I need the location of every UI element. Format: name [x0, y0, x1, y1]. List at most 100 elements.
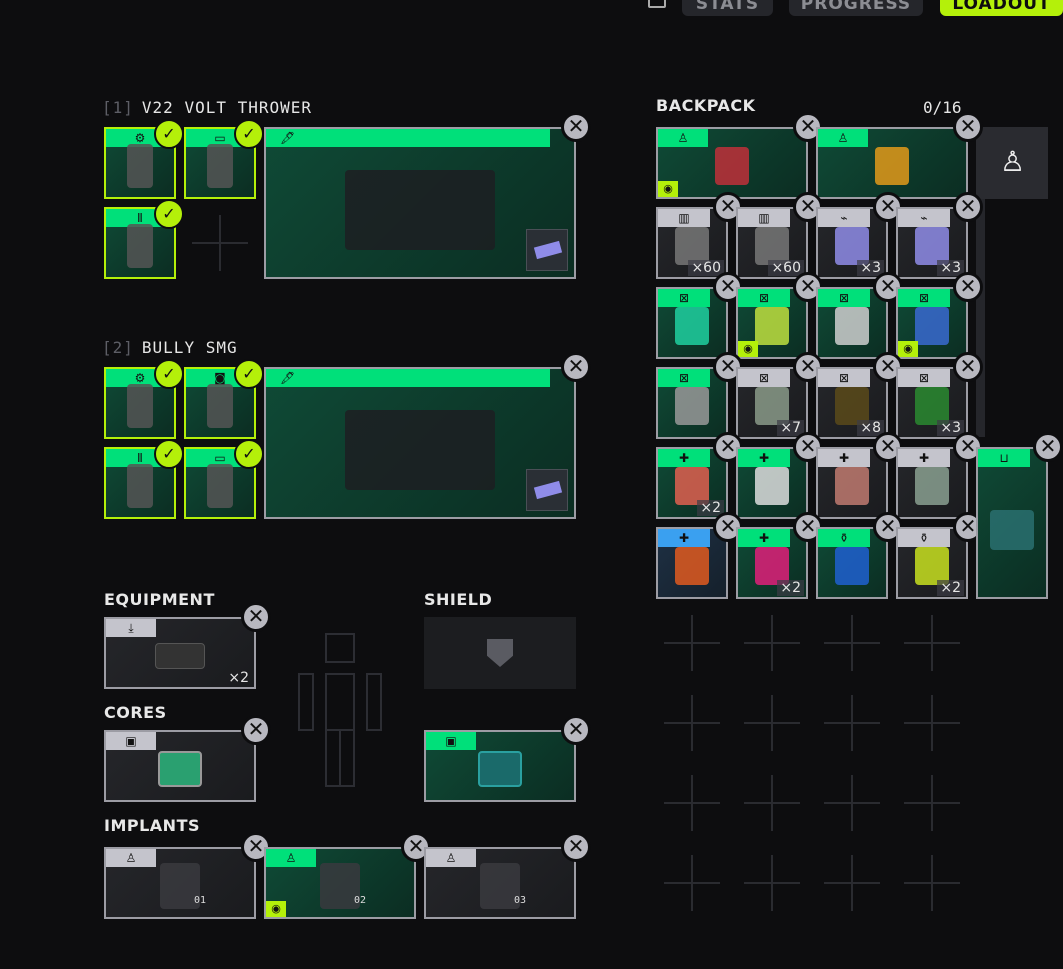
empty-backpack-slot[interactable] [904, 695, 960, 751]
empty-backpack-slot[interactable] [824, 775, 880, 831]
empty-backpack-slot[interactable] [744, 775, 800, 831]
core-slot-1[interactable]: ▣ ✕ [104, 715, 271, 802]
shield-slot[interactable] [424, 617, 576, 689]
weapon-slot[interactable]: 🖋✕ [264, 112, 591, 279]
implant-slot[interactable]: ♙✕03 [424, 832, 591, 919]
empty-backpack-slot[interactable] [664, 775, 720, 831]
empty-backpack-slot[interactable] [664, 695, 720, 751]
empty-backpack-slot[interactable] [744, 855, 800, 911]
item-image [480, 863, 520, 910]
equipment-heading: EQUIPMENT [104, 590, 215, 609]
eye-icon: ◉ [658, 181, 678, 197]
remove-button[interactable]: ✕ [241, 715, 271, 745]
item-image [127, 464, 153, 509]
weapon-attachment-slot[interactable] [526, 229, 568, 271]
core-item-image [478, 751, 522, 788]
backpack-item[interactable]: ⊠×3✕ [896, 352, 983, 439]
weapon-mod-slot[interactable]: ⚙✓ [104, 119, 184, 199]
empty-backpack-slot[interactable] [824, 615, 880, 671]
backpack-item[interactable]: ✚✕ [736, 432, 823, 519]
backpack-item[interactable]: ▥×60✕ [656, 192, 743, 279]
backpack-item[interactable]: ⊠◉✕ [896, 272, 983, 359]
implant-slot[interactable]: ♙✕01 [104, 832, 271, 919]
item-image [160, 863, 200, 910]
backpack-item[interactable]: ♙✕ [816, 112, 983, 199]
backpack-item[interactable]: ⊔✕ [976, 432, 1063, 599]
empty-backpack-slot[interactable] [664, 615, 720, 671]
equipment-slot[interactable]: ⤓ ×2 ✕ [104, 602, 271, 689]
empty-mod-slot[interactable] [192, 215, 248, 271]
remove-button[interactable]: ✕ [873, 432, 903, 462]
weapon-mod-slot[interactable]: ▭✓ [184, 439, 264, 519]
item-category-icon: ✚ [658, 529, 710, 547]
backpack-item[interactable]: ⊠◉✕ [736, 272, 823, 359]
tab-progress[interactable]: PROGRESS [789, 0, 923, 16]
empty-backpack-slot[interactable] [744, 615, 800, 671]
item-count: ×60 [688, 260, 724, 276]
weapon-mod-slot[interactable]: Ⅱ✓ [104, 439, 184, 519]
empty-backpack-slot[interactable] [824, 695, 880, 751]
backpack-item[interactable]: ✚✕ [896, 432, 983, 519]
backpack-item[interactable]: ♙◉✕ [656, 112, 823, 199]
backpack-item[interactable]: ⌁ ×3 ✕ [896, 192, 983, 279]
empty-backpack-slot[interactable] [904, 855, 960, 911]
remove-button[interactable]: ✕ [953, 272, 983, 302]
tab-loadout[interactable]: LOADOUT [940, 0, 1063, 16]
remove-button[interactable]: ✕ [953, 352, 983, 382]
backpack-item[interactable]: ⌁×3✕ [816, 192, 903, 279]
profile-icon[interactable] [648, 0, 666, 8]
backpack-item[interactable]: ⊠×7✕ [736, 352, 823, 439]
item-image [127, 384, 153, 429]
remove-button[interactable]: ✕ [241, 602, 271, 632]
empty-backpack-slot[interactable] [824, 855, 880, 911]
backpack-item[interactable]: ⚱✕ [816, 512, 903, 599]
item-image [345, 170, 495, 251]
item-image [675, 307, 709, 346]
empty-backpack-slot[interactable] [744, 695, 800, 751]
weapon-mod-slot[interactable]: ⚙✓ [104, 359, 184, 439]
backpack-item[interactable]: ✚×2✕ [656, 432, 743, 519]
item-image [835, 227, 869, 266]
remove-button[interactable]: ✕ [561, 715, 591, 745]
backpack-item[interactable]: ⚱×2✕ [896, 512, 983, 599]
weapon-attachment-slot[interactable] [526, 469, 568, 511]
item-image [835, 387, 869, 426]
backpack-item[interactable]: ⊠✕ [816, 272, 903, 359]
backpack-item[interactable]: ⊠✕ [656, 352, 743, 439]
remove-button[interactable]: ✕ [561, 112, 591, 142]
backpack-item[interactable]: ✚✕ [816, 432, 903, 519]
remove-button[interactable]: ✕ [561, 832, 591, 862]
item-category-icon: ⌁ [898, 209, 950, 227]
tab-stats[interactable]: STATS [682, 0, 773, 16]
backpack-capacity: 0/16 [923, 98, 962, 117]
item-image [715, 147, 749, 186]
equipped-check-icon: ✓ [154, 119, 184, 149]
remove-button[interactable]: ✕ [953, 112, 983, 142]
item-image [127, 224, 153, 269]
backpack-scrollbar[interactable] [976, 199, 985, 437]
item-count: ×3 [937, 260, 964, 276]
character-toggle[interactable]: ♙ [976, 127, 1048, 199]
item-image [207, 464, 233, 509]
backpack-item[interactable]: ▥×60✕ [736, 192, 823, 279]
backpack-heading: BACKPACK [656, 96, 756, 115]
empty-backpack-slot[interactable] [664, 855, 720, 911]
weapon-slot[interactable]: 🖋✕ [264, 352, 591, 519]
empty-backpack-slot[interactable] [904, 615, 960, 671]
backpack-item[interactable]: ⊠✕ [656, 272, 743, 359]
backpack-item[interactable]: ✚✕ [656, 512, 743, 599]
backpack-item[interactable]: ✚×2✕ [736, 512, 823, 599]
backpack-item[interactable]: ⊠×8✕ [816, 352, 903, 439]
core-item-image [158, 751, 202, 788]
item-category-icon: ⊠ [818, 289, 870, 307]
empty-backpack-slot[interactable] [904, 775, 960, 831]
weapon-slot-index: [1] [102, 98, 134, 117]
remove-button[interactable]: ✕ [1033, 432, 1063, 462]
remove-button[interactable]: ✕ [561, 352, 591, 382]
weapon-mod-slot[interactable]: ▭✓ [184, 119, 264, 199]
remove-button[interactable]: ✕ [953, 192, 983, 222]
core-slot-2[interactable]: ▣ ✕ [424, 715, 591, 802]
implant-slot[interactable]: ♙◉✕02 [264, 832, 431, 919]
weapon-mod-slot[interactable]: Ⅱ✓ [104, 199, 184, 279]
weapon-mod-slot[interactable]: ◙✓ [184, 359, 264, 439]
